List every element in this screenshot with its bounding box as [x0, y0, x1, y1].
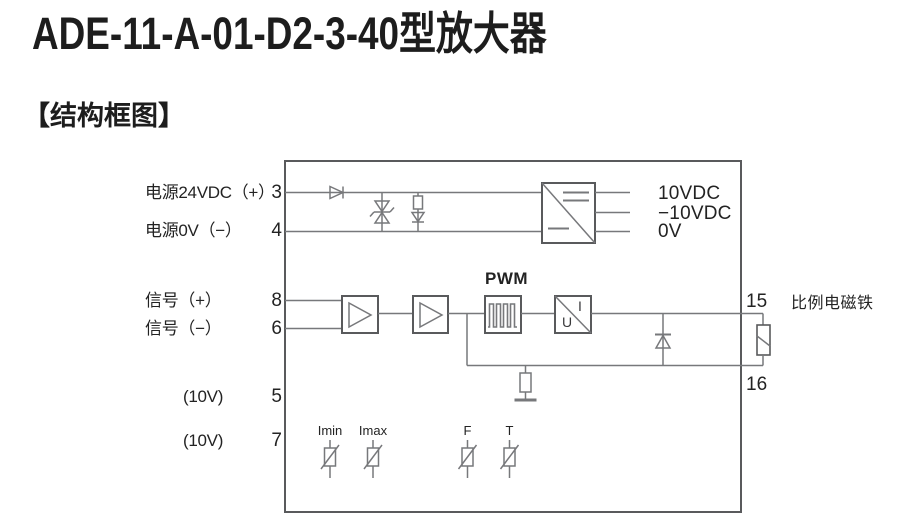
iu-converter-block: I U — [554, 295, 592, 334]
pwm-block-label: PWM — [485, 269, 529, 288]
pot-imax-label: Imax — [358, 423, 388, 438]
power-plus-label: 电源24VDC（+） — [145, 183, 275, 202]
pot-t-label: T — [505, 423, 514, 438]
pot-f-icon — [457, 440, 478, 478]
dcdc-converter-block — [541, 182, 596, 244]
page-title: ADE-11-A-01-D2-3-40型放大器 — [32, 8, 547, 59]
power-minus-label: 电源0V（−） — [145, 221, 242, 240]
pot-imin-icon — [320, 440, 340, 478]
tvs-diode-icon — [369, 192, 395, 232]
pin-4: 4 — [271, 220, 282, 241]
ref-10v-a-label: (10V) — [183, 387, 224, 406]
amp-stage-2 — [412, 295, 449, 334]
pin-8: 8 — [271, 290, 282, 311]
iu-i-label: I — [578, 298, 582, 314]
solenoid-coil-icon — [756, 313, 771, 366]
pin-3: 3 — [271, 182, 282, 203]
flyback-diode-icon — [654, 313, 672, 366]
amp-stage-1 — [341, 295, 379, 334]
pin-16: 16 — [746, 374, 768, 395]
ref-10v-b-label: (10V) — [183, 431, 224, 450]
supply-out-plus-label: 10VDC — [658, 183, 721, 204]
pin-15: 15 — [746, 291, 768, 312]
solenoid-label: 比例电磁铁 — [791, 295, 874, 312]
pot-t-icon — [499, 440, 520, 478]
ground-resistor-icon — [514, 365, 537, 402]
pin-5: 5 — [271, 386, 282, 407]
supply-out-zero-label: 0V — [658, 221, 682, 242]
fuse-diode-icon — [410, 192, 426, 232]
supply-out-minus-label: −10VDC — [658, 203, 732, 224]
pot-imin-label: Imin — [317, 423, 343, 438]
outer-frame — [284, 160, 742, 513]
section-heading: 【结构框图】 — [23, 101, 185, 131]
signal-plus-label: 信号（+） — [145, 291, 222, 310]
iu-u-label: U — [562, 314, 572, 330]
return-wire-16 — [466, 313, 763, 367]
pot-f-label: F — [463, 423, 472, 438]
series-diode-icon — [329, 185, 345, 200]
pin-7: 7 — [271, 430, 282, 451]
pot-imax-icon — [363, 440, 383, 478]
pin-6: 6 — [271, 318, 282, 339]
signal-minus-label: 信号（−） — [145, 319, 222, 338]
pwm-block — [484, 295, 522, 334]
